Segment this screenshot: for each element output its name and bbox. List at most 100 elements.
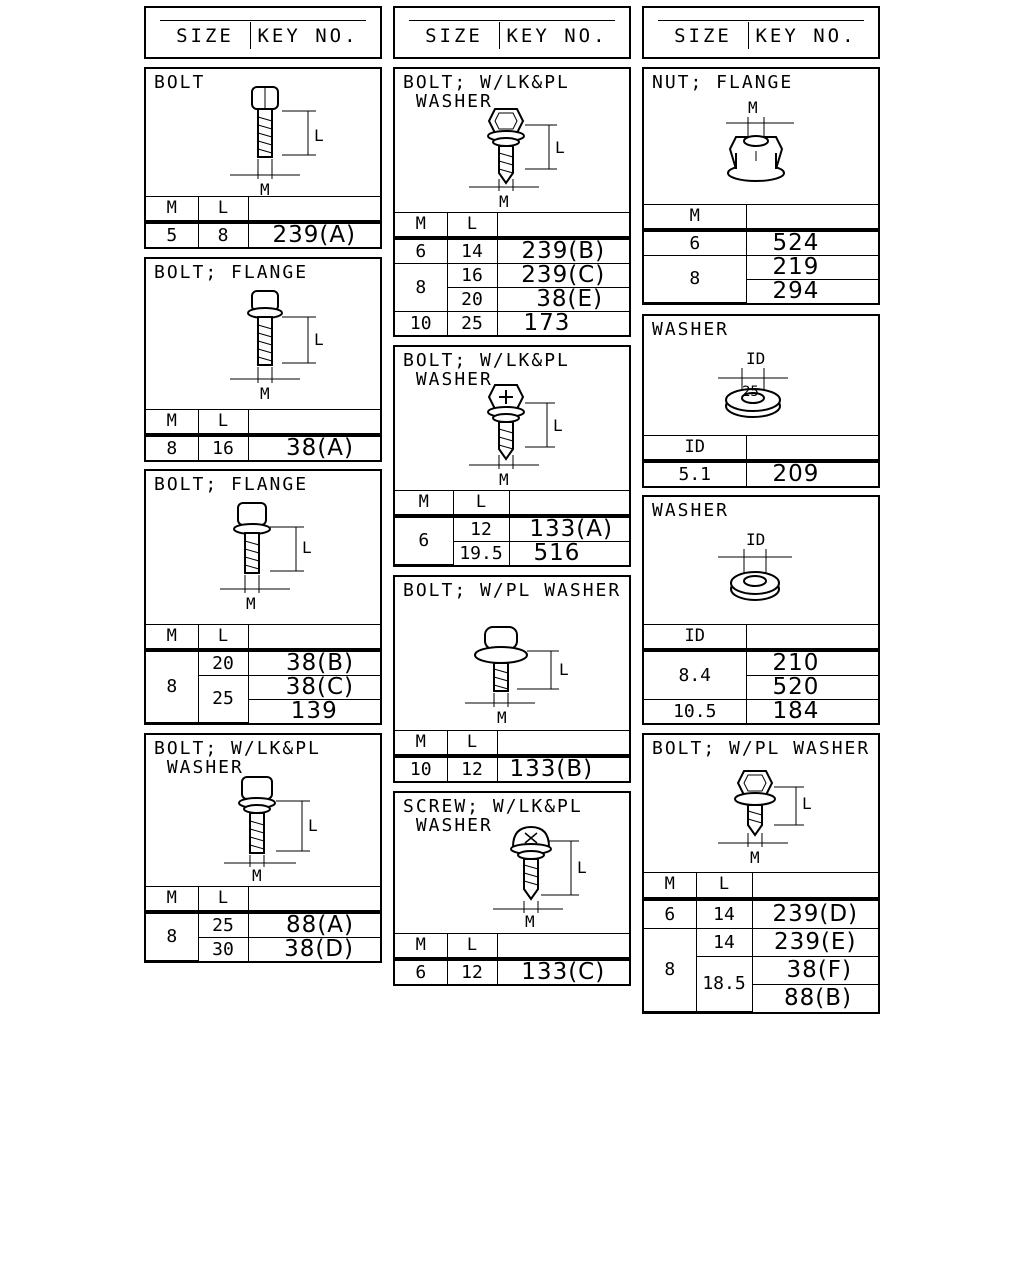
m-value: 6	[644, 229, 747, 256]
header-divider	[250, 22, 251, 49]
part-title: BOLT; W/PL WASHER	[652, 738, 871, 759]
dim-m-label: M	[260, 384, 270, 403]
phillips-hex-bolt-icon: L M	[469, 384, 563, 489]
hex-washer-bolt-icon: L M	[718, 770, 812, 867]
l-value: 20	[447, 287, 498, 312]
header-rule	[160, 20, 366, 21]
col-m-header: M	[644, 871, 697, 901]
table-cell	[745, 624, 878, 652]
key-number: 173	[496, 311, 629, 335]
dim-m-label: M	[497, 708, 507, 727]
l-value: 30	[198, 936, 249, 961]
table-cell	[751, 871, 878, 901]
key-number: 516	[508, 540, 629, 565]
key-number: 209	[745, 460, 878, 486]
key-number: 38(A)	[247, 434, 380, 460]
m-value: 10	[395, 755, 448, 781]
m-value: 8	[644, 254, 747, 303]
col-m-header: M	[395, 933, 448, 961]
key-number: 133(C)	[496, 958, 629, 984]
key-number: 38(D)	[247, 936, 380, 961]
m-value: 6	[395, 237, 448, 264]
washer-icon: ID	[718, 530, 792, 601]
key-number: 38(B)	[247, 649, 380, 676]
part-title: BOLT	[154, 72, 206, 93]
dim-m-label: M	[252, 866, 262, 883]
col-l-header: L	[446, 730, 498, 758]
key-number: 239(C)	[496, 263, 629, 288]
col-l-header: L	[452, 489, 510, 518]
flange-nut-icon: M	[726, 98, 794, 182]
col-m-header: M	[395, 489, 454, 518]
l-value: 14	[446, 237, 498, 264]
dim-l-label: L	[555, 138, 565, 157]
dim-l-label: L	[802, 794, 812, 813]
col-l-header: L	[695, 871, 753, 901]
key-number: 524	[745, 229, 878, 256]
part-title: BOLT; W/LK&PL WASHER	[403, 350, 570, 390]
m-value: 10	[395, 311, 448, 335]
m-value: 8	[395, 263, 448, 312]
id-value: 8.4	[644, 649, 747, 700]
header-col-2: SIZE KEY NO.	[393, 6, 631, 59]
l-value: 25	[198, 674, 249, 723]
l-value: 14	[695, 898, 753, 929]
key-number: 520	[746, 675, 878, 700]
dim-l-label: L	[314, 126, 324, 145]
key-number: 38(E)	[496, 287, 629, 312]
header-rule	[658, 20, 864, 21]
key-number: 294	[746, 278, 878, 303]
dim-m-label: M	[499, 470, 509, 489]
table-cell	[745, 435, 878, 463]
l-value: 16	[446, 263, 498, 288]
washer-bolt-icon: L M	[465, 626, 569, 727]
l-value: 12	[446, 755, 498, 781]
dim-id-label: ID	[746, 349, 765, 368]
col-l-header: L	[197, 885, 249, 914]
part-title: WASHER	[652, 319, 730, 340]
dim-m-label: M	[750, 848, 760, 867]
table-cell	[247, 409, 380, 437]
col-id-header: ID	[644, 435, 747, 463]
key-number: 219	[745, 254, 878, 280]
hex-bolt-icon: L M	[230, 86, 324, 197]
col-id-header: ID	[644, 624, 747, 652]
header-divider	[499, 22, 500, 49]
m-value: 6	[644, 898, 697, 929]
table-cell	[745, 203, 878, 232]
table-cell	[508, 489, 629, 518]
m-value: 6	[395, 958, 448, 984]
dim-m-label: M	[499, 192, 509, 211]
col-l-header: L	[197, 196, 249, 224]
l-value: 12	[446, 958, 498, 984]
dim-l-label: L	[314, 330, 324, 349]
part-title: BOLT; FLANGE	[154, 262, 309, 283]
col-m-header: M	[146, 409, 199, 437]
dim-l-label: L	[577, 858, 587, 877]
part-title: NUT; FLANGE	[652, 72, 794, 93]
header-divider	[748, 22, 749, 49]
key-number: 88(B)	[752, 983, 878, 1012]
id-value: 10.5	[644, 699, 747, 723]
key-label: KEY NO.	[257, 24, 359, 47]
col-l-header: L	[446, 933, 498, 961]
l-value: 19.5	[453, 540, 510, 565]
dim-l-label: L	[302, 538, 312, 557]
hex-lock-washer-bolt-icon: L M	[469, 108, 565, 211]
id-value: 5.1	[644, 460, 747, 486]
